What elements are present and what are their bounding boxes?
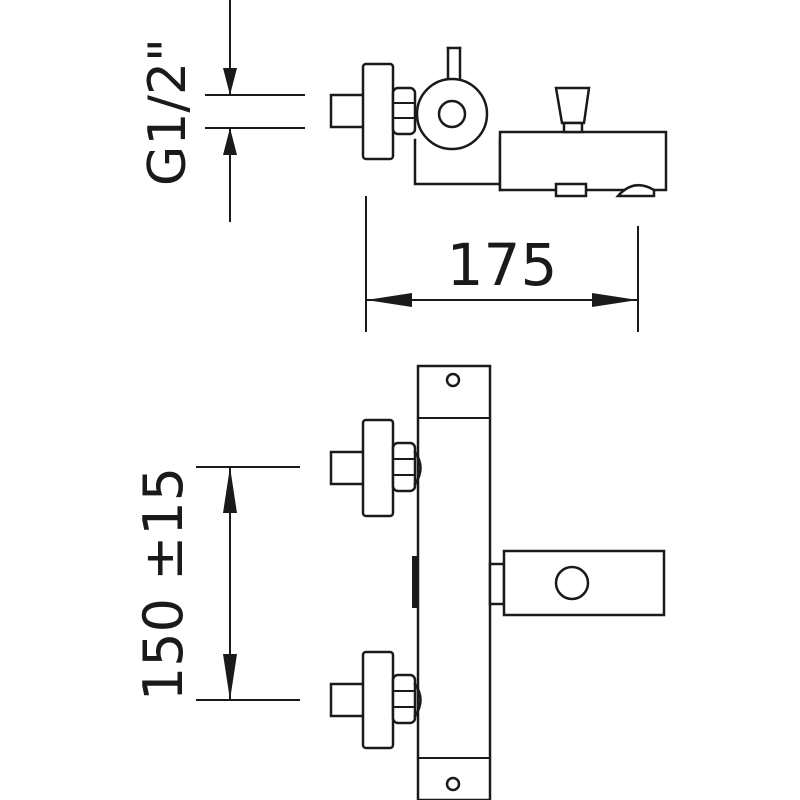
control-knob-side — [415, 77, 489, 151]
diverter-stem — [562, 121, 584, 134]
upper-inlet-stub — [329, 450, 367, 486]
diverter-button — [554, 86, 591, 125]
upper-inlet — [329, 418, 422, 518]
top-view: G1/2" 175 — [138, 0, 668, 332]
spout-outlet-front — [554, 565, 590, 601]
lower-inlet-nut — [391, 673, 417, 725]
upper-inlet-nut — [391, 441, 417, 493]
control-knob-center — [437, 99, 467, 129]
centers-arrow-bottom — [223, 654, 237, 700]
lower-inlet-flange — [361, 650, 395, 750]
front-view: 150 ±15 — [132, 364, 666, 800]
upper-inlet-flange — [361, 418, 395, 518]
spout-outlet — [554, 182, 588, 198]
side-indicator — [412, 556, 418, 608]
spout-body — [498, 130, 668, 192]
width-label: 175 — [447, 231, 558, 299]
body-side-outline — [413, 138, 502, 186]
mounting-hole-top — [445, 372, 461, 388]
thread-size-label: G1/2" — [138, 38, 198, 186]
spout-aerator — [615, 183, 656, 198]
lower-inlet-stub — [329, 682, 367, 718]
inlet-stub — [329, 93, 367, 129]
thread-dimension: G1/2" — [138, 0, 305, 222]
lower-inlet — [329, 650, 422, 750]
thermostat-bar — [416, 364, 492, 800]
centers-arrow-top — [223, 467, 237, 513]
centers-dimension: 150 ±15 — [132, 466, 300, 701]
thread-arrow-up — [223, 128, 237, 155]
width-dimension: 175 — [365, 196, 639, 332]
spout-front — [502, 549, 666, 617]
width-arrow-right — [592, 293, 638, 307]
centers-label: 150 ±15 — [132, 467, 195, 701]
spout-collar — [488, 562, 506, 606]
mounting-hole-bottom — [445, 776, 461, 792]
width-arrow-left — [366, 293, 412, 307]
inlet-nut — [391, 86, 417, 136]
thread-arrow-down — [223, 68, 237, 95]
inlet-flange — [361, 62, 395, 161]
